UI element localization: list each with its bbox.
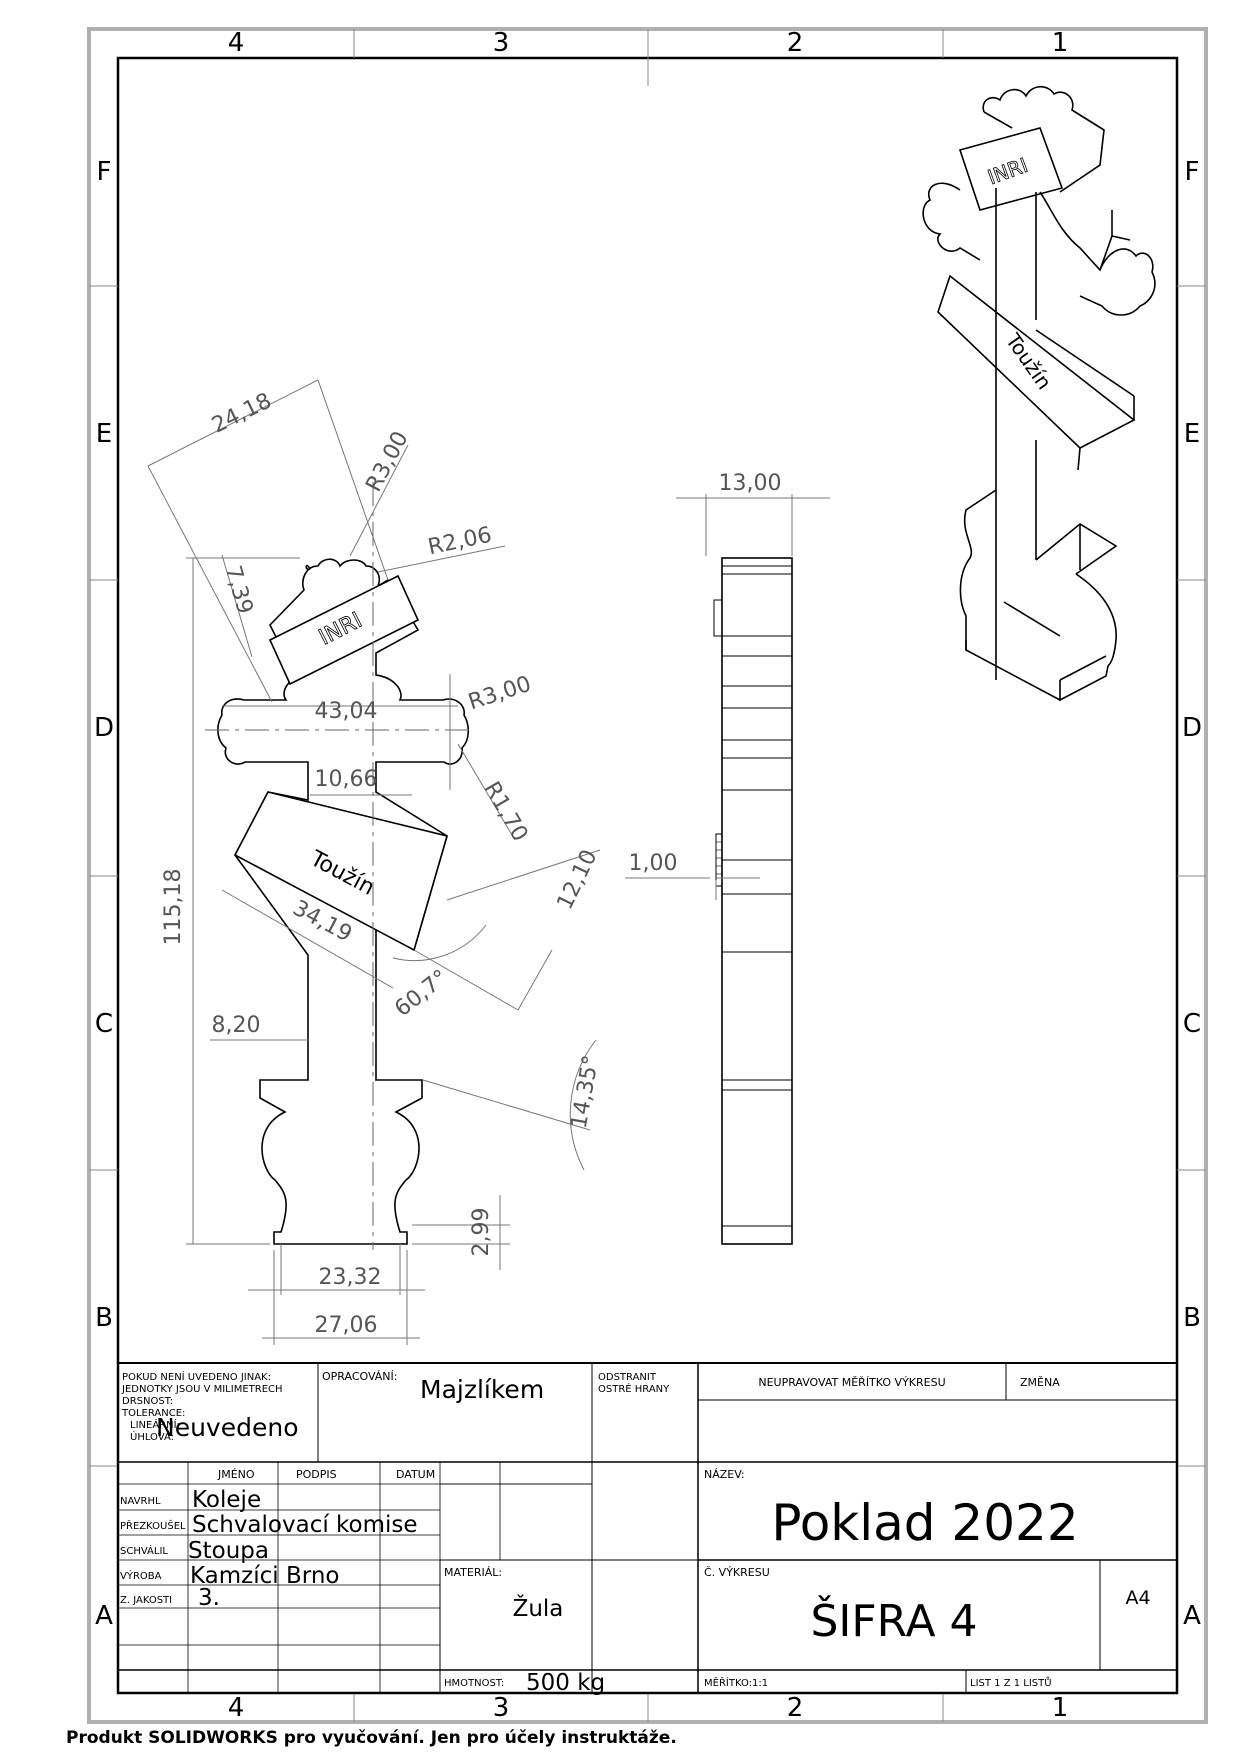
dim-115-18: 115,18 xyxy=(161,869,186,946)
zone-row-f-left: F xyxy=(97,157,112,187)
dim-r1-70: R1,70 xyxy=(479,778,533,846)
role-4: VÝROBA xyxy=(120,1569,162,1582)
sheet-size: A4 xyxy=(1125,1587,1150,1609)
dim-2-99: 2,99 xyxy=(469,1208,494,1257)
zone-col-1-top: 1 xyxy=(1052,28,1069,58)
title-block-texts: POKUD NENÍ UVEDENO JINAK: JEDNOTKY JSOU … xyxy=(120,1370,1151,1696)
weight-label: HMOTNOST: xyxy=(444,1678,504,1689)
edges-label-1: ODSTRANIT xyxy=(598,1372,657,1383)
edges-label-2: OSTRÉ HRANY xyxy=(598,1382,670,1395)
role-2: PŘEZKOUŠEL xyxy=(120,1519,186,1532)
tolerance-value: Neuvedeno xyxy=(156,1413,299,1442)
inri-plate xyxy=(268,574,420,686)
dim-43-04: 43,04 xyxy=(315,699,378,724)
zone-row-d-right: D xyxy=(1182,713,1202,743)
watermark-footer: Produkt SOLIDWORKS pro vyučování. Jen pr… xyxy=(66,1728,677,1748)
general-note-4: TOLERANCE: xyxy=(121,1408,185,1419)
name-4: Kamzíci Brno xyxy=(190,1563,339,1589)
zone-row-e-right: E xyxy=(1184,419,1200,449)
dim-24-18: 24,18 xyxy=(208,389,276,439)
finish-label: OPRACOVÁNÍ: xyxy=(322,1370,398,1383)
zone-row-c-right: C xyxy=(1183,1009,1201,1039)
no-scale-note: NEUPRAVOVAT MĚŘÍTKO VÝKRESU xyxy=(758,1376,945,1389)
side-body xyxy=(721,557,793,1245)
dim-r3-00-side: R3,00 xyxy=(465,672,534,716)
dim-12-10: 12,10 xyxy=(553,846,603,914)
drawing-no-label: Č. VÝKRESU xyxy=(704,1566,770,1579)
dim-23-32: 23,32 xyxy=(319,1265,382,1290)
role-1: NAVRHL xyxy=(120,1496,161,1507)
dim-r3-00-top: R3,00 xyxy=(361,428,413,496)
col-sign: PODPIS xyxy=(296,1468,337,1481)
zone-col-1-bottom: 1 xyxy=(1052,1693,1069,1723)
name-5: 3. xyxy=(198,1585,220,1611)
isometric-view: INRI Toužín xyxy=(922,85,1156,702)
drawing-no-value: ŠIFRA 4 xyxy=(810,1594,977,1647)
zone-row-b-right: B xyxy=(1183,1303,1201,1333)
zone-col-3-bottom: 3 xyxy=(493,1693,510,1723)
role-3: SCHVÁLIL xyxy=(120,1544,168,1557)
name-2: Schvalovací komise xyxy=(192,1512,418,1538)
zone-row-b-left: B xyxy=(95,1303,113,1333)
name-1: Koleje xyxy=(192,1487,261,1513)
general-note-1: POKUD NENÍ UVEDENO JINAK: xyxy=(122,1370,271,1383)
general-note-2: JEDNOTKY JSOU V MILIMETRECH xyxy=(121,1384,283,1395)
general-note-5: LINEÁRNÍ: xyxy=(130,1418,180,1431)
zone-labels: 4 3 2 1 4 3 2 1 F E D C B A F E D C B A xyxy=(94,28,1202,1723)
dim-1-00: 1,00 xyxy=(629,851,678,876)
dim-13-00: 13,00 xyxy=(719,471,782,496)
zone-col-2-top: 2 xyxy=(787,28,804,58)
zone-row-a-left: A xyxy=(95,1601,113,1631)
front-dimension-lines xyxy=(147,379,601,1345)
drawing-title: Poklad 2022 xyxy=(771,1494,1078,1552)
material-value: Žula xyxy=(513,1594,564,1622)
front-view: INRI Toužín xyxy=(147,379,604,1345)
finish-value: Majzlíkem xyxy=(420,1375,544,1404)
zone-row-d-left: D xyxy=(94,713,114,743)
side-view: 13,00 1,00 xyxy=(625,471,830,1245)
dim-8-20: 8,20 xyxy=(212,1013,261,1038)
revision-label: ZMĚNA xyxy=(1020,1376,1060,1389)
zone-col-4-top: 4 xyxy=(228,28,245,58)
zone-row-c-left: C xyxy=(95,1009,113,1039)
zone-col-4-bottom: 4 xyxy=(228,1693,245,1723)
scale-label: MĚŘÍTKO:1:1 xyxy=(704,1676,768,1689)
col-date: DATUM xyxy=(396,1468,435,1481)
zone-row-e-left: E xyxy=(96,419,112,449)
zone-ticks xyxy=(89,29,1206,1722)
zone-col-3-top: 3 xyxy=(493,28,510,58)
dim-60-7: 60,7° xyxy=(390,965,453,1022)
sheet-count: LIST 1 Z 1 LISTŮ xyxy=(970,1676,1052,1689)
zone-col-2-bottom: 2 xyxy=(787,1693,804,1723)
dim-7-39: 7,39 xyxy=(220,563,258,617)
dim-27-06: 27,06 xyxy=(315,1313,378,1338)
name-3: Stoupa xyxy=(188,1538,269,1564)
general-note-3: DRSNOST: xyxy=(122,1396,173,1407)
zone-row-f-right: F xyxy=(1185,157,1200,187)
zone-row-a-right: A xyxy=(1183,1601,1201,1631)
dim-14-35: 14,35° xyxy=(567,1053,604,1130)
title-block xyxy=(117,1362,1178,1694)
title-label: NÁZEV: xyxy=(704,1468,745,1481)
material-label: MATERIÁL: xyxy=(444,1566,502,1579)
col-name: JMÉNO xyxy=(217,1468,255,1481)
cross-outline xyxy=(217,558,470,1245)
dim-10-66: 10,66 xyxy=(315,767,378,792)
general-note-6: ÚHLOVÁ: xyxy=(130,1430,174,1443)
role-5: Z. JAKOSTI xyxy=(120,1595,172,1606)
weight-value: 500 kg xyxy=(526,1670,605,1696)
